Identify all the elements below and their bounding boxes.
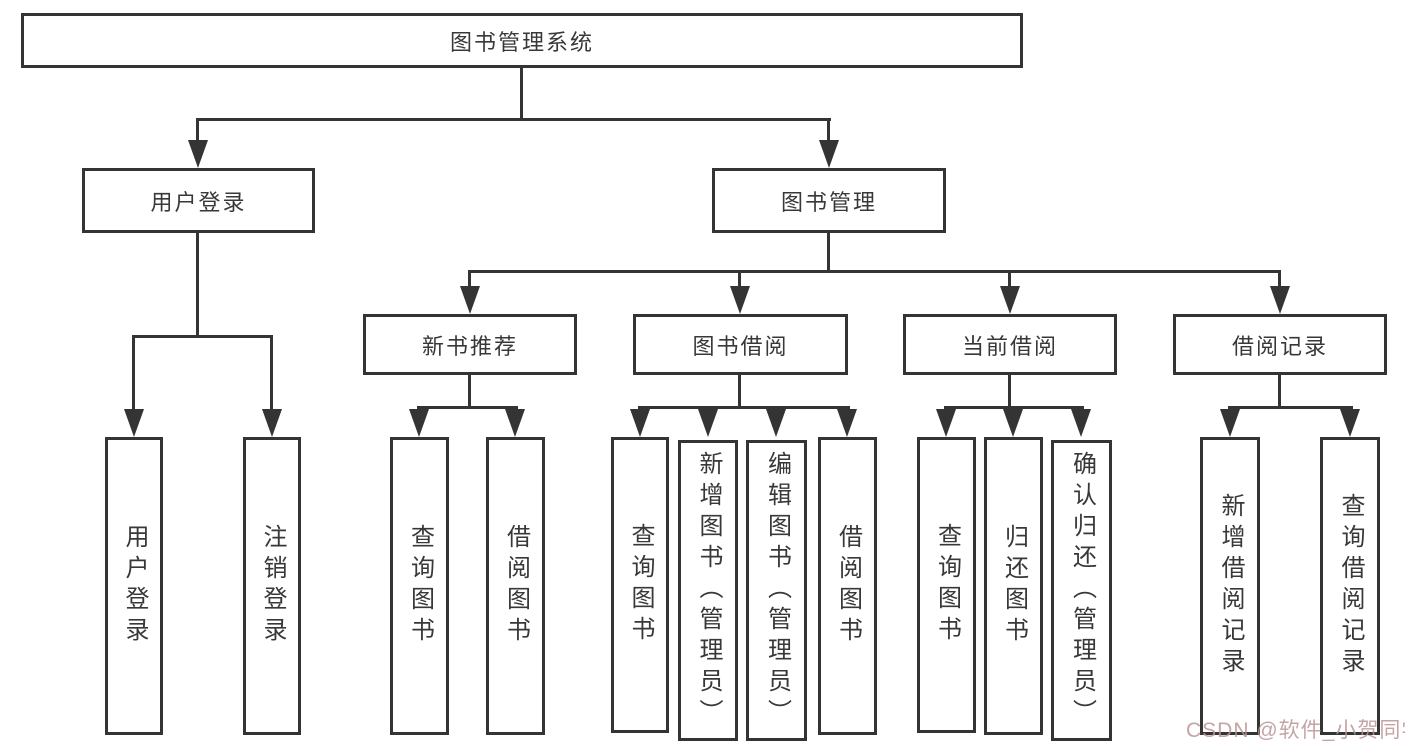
arrow-down-icon xyxy=(730,286,750,314)
connector-line xyxy=(1008,270,1011,288)
leaf-recommend-borrow-book: 借阅图书 xyxy=(486,437,545,735)
connector-line xyxy=(196,233,199,337)
connector-line xyxy=(132,335,135,411)
node-book-borrow: 图书借阅 xyxy=(633,314,848,375)
connector-line xyxy=(738,375,741,409)
connector-line xyxy=(468,270,471,288)
connector-line xyxy=(1278,270,1281,288)
connector-line xyxy=(417,406,518,409)
arrow-down-icon xyxy=(505,409,525,437)
connector-line xyxy=(468,270,1281,273)
connector-line xyxy=(1228,406,1353,409)
leaf-add-borrow-record: 新增借阅记录 xyxy=(1200,437,1260,735)
arrow-down-icon xyxy=(630,409,650,437)
arrow-down-icon xyxy=(819,140,839,168)
node-current-borrow: 当前借阅 xyxy=(903,314,1117,375)
leaf-return-book: 归还图书 xyxy=(984,437,1043,735)
arrow-down-icon xyxy=(188,140,208,168)
arrow-down-icon xyxy=(1270,286,1290,314)
leaf-recommend-query-book: 查询图书 xyxy=(390,437,449,735)
arrow-down-icon xyxy=(936,409,956,437)
connector-line xyxy=(638,406,850,409)
connector-line xyxy=(1008,375,1011,409)
arrow-down-icon xyxy=(837,409,857,437)
node-user-login: 用户登录 xyxy=(82,168,315,233)
arrow-down-icon xyxy=(1003,409,1023,437)
leaf-edit-book-admin: 编辑图书（管理员） xyxy=(746,440,807,741)
leaf-borrow-query-book: 查询图书 xyxy=(611,437,669,733)
arrow-down-icon xyxy=(766,409,786,437)
leaf-user-login: 用户登录 xyxy=(105,437,163,735)
connector-line xyxy=(196,118,199,144)
connector-line xyxy=(132,335,273,338)
leaf-logout: 注销登录 xyxy=(243,437,301,735)
arrow-down-icon xyxy=(124,409,144,437)
watermark: CSDN @软件_小贺同学 xyxy=(1186,719,1405,742)
arrow-down-icon xyxy=(698,409,718,437)
node-book-management: 图书管理 xyxy=(712,168,946,233)
arrow-down-icon xyxy=(409,409,429,437)
connector-line xyxy=(196,118,831,121)
connector-line xyxy=(468,375,471,409)
arrow-down-icon xyxy=(1000,286,1020,314)
arrow-down-icon xyxy=(1340,409,1360,437)
leaf-current-query-book: 查询图书 xyxy=(917,437,976,733)
node-system-root: 图书管理系统 xyxy=(21,13,1023,68)
node-borrow-records: 借阅记录 xyxy=(1173,314,1387,375)
connector-line xyxy=(1278,375,1281,409)
arrow-down-icon xyxy=(1220,409,1240,437)
node-new-book-recommend: 新书推荐 xyxy=(363,314,577,375)
leaf-borrow-book: 借阅图书 xyxy=(818,437,877,735)
connector-line xyxy=(520,68,523,120)
connector-line xyxy=(827,233,830,272)
connector-line xyxy=(944,406,1084,409)
connector-line xyxy=(827,118,830,144)
arrow-down-icon xyxy=(460,286,480,314)
leaf-confirm-return-admin: 确认归还（管理员） xyxy=(1051,440,1112,741)
arrow-down-icon xyxy=(1071,409,1091,437)
connector-line xyxy=(738,270,741,288)
leaf-query-borrow-record: 查询借阅记录 xyxy=(1320,437,1380,735)
connector-line xyxy=(270,335,273,411)
leaf-add-book-admin: 新增图书（管理员） xyxy=(678,440,738,741)
arrow-down-icon xyxy=(262,409,282,437)
